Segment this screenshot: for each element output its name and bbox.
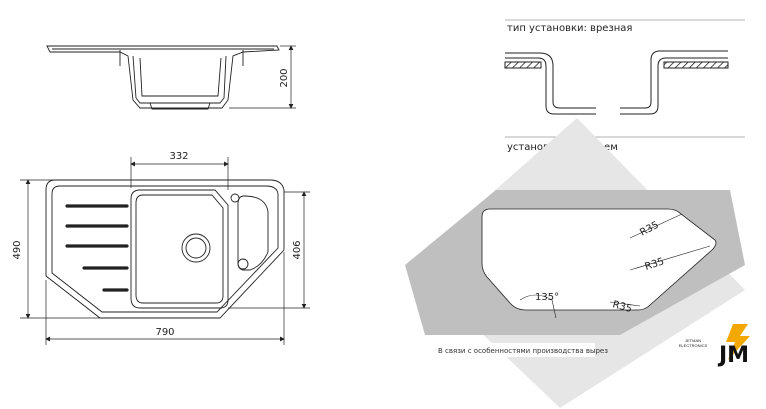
footer-note-bg (430, 343, 595, 357)
logo-lightning-icon (726, 324, 750, 360)
top-view (45, 179, 285, 319)
install-cross-section (504, 50, 729, 115)
dim-406-label: 406 (292, 240, 303, 259)
angle-label: 135° (535, 292, 559, 303)
drainboard-ribs (65, 204, 129, 292)
dim-490-label: 490 (12, 240, 23, 259)
radius-label-3: R35 (611, 299, 633, 315)
footer-note: В связи с особенностями производства выр… (438, 347, 608, 355)
dim-332-label: 332 (169, 151, 188, 162)
dim-200-label: 200 (279, 68, 290, 87)
top-view-dimensions (20, 157, 310, 345)
install-type-label: тип установки: врезная (507, 23, 632, 34)
cutout-annotations (519, 213, 711, 319)
brand-name-line1: JETMAN (685, 338, 701, 343)
dimension-200 (229, 45, 296, 109)
side-view (46, 45, 280, 110)
cutout-opening (481, 208, 717, 311)
brand-name-line2: ELECTRONICS (679, 343, 708, 348)
dim-790-label: 790 (155, 327, 174, 338)
logo-monogram: JM (717, 343, 749, 368)
brand-logo: JETMAN ELECTRONICS JM (679, 322, 758, 368)
